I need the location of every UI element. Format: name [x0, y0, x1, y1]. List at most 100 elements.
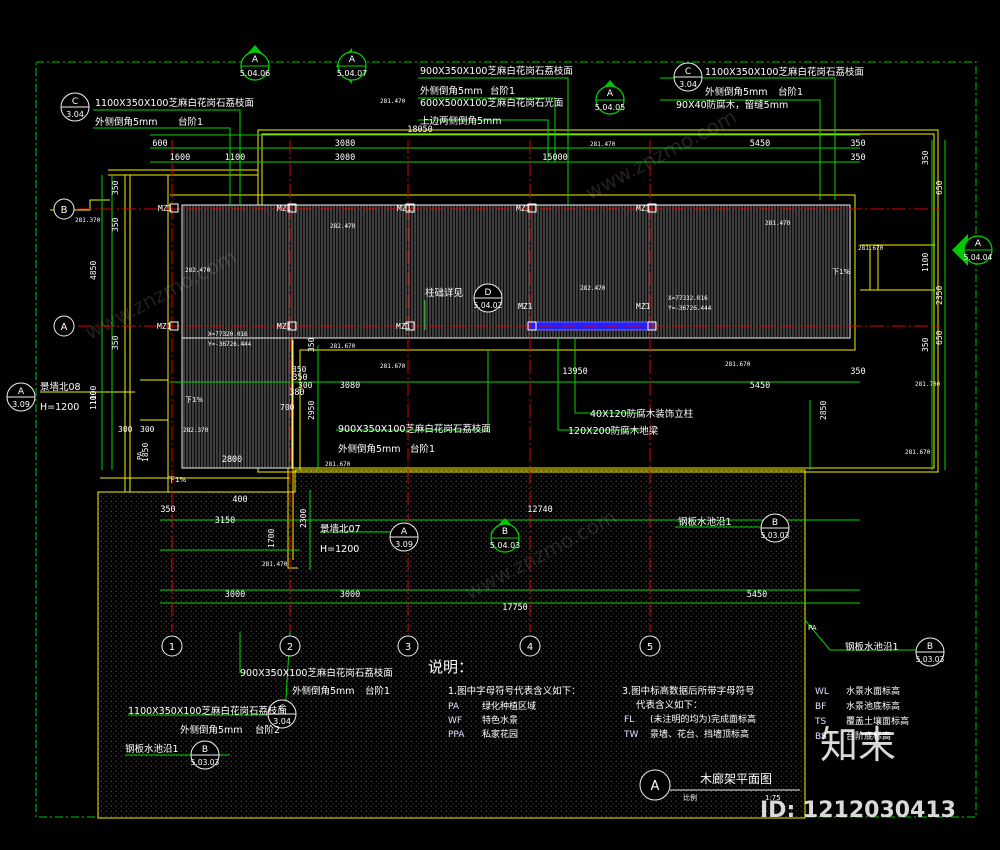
dim-text: 380	[289, 388, 304, 398]
water-tag: PA	[808, 624, 817, 632]
detail-mark-a-left[interactable]: A 3.09	[6, 382, 36, 412]
dim-text: 400	[232, 495, 247, 505]
abbr-value: 水景池底标高	[846, 700, 900, 712]
abbr-key: FL	[624, 715, 634, 725]
dim-text: 1100	[225, 153, 245, 163]
elevation-text: 281.470	[590, 141, 616, 148]
axis-bubble-a[interactable]: A	[53, 315, 75, 337]
dim-text: 1700	[267, 529, 276, 548]
abbr-value: 特色水景	[482, 714, 518, 726]
label-granite-step-mid: 900X350X100芝麻白花岗石荔枝面	[338, 423, 491, 435]
right-dimension-texts: 350 650 1100 2350 650 350	[921, 150, 944, 352]
axis-bubble-5-label: 5	[647, 642, 653, 653]
dim-text: 2350	[935, 286, 944, 305]
axis-bubble-5[interactable]: 5	[639, 635, 661, 657]
label-height: H=1200	[40, 402, 79, 413]
dim-text: 350	[307, 337, 316, 352]
watermark-site: www.znzmo.com	[581, 104, 740, 204]
label-feature-wall-07: 景墙北07	[320, 523, 361, 535]
label-granite-step-top: 900X350X100芝麻白花岗石荔枝面	[420, 65, 573, 77]
detail-mark-c-right[interactable]: C 3.04	[673, 62, 703, 92]
dim-text: 1100	[89, 386, 98, 405]
label-chamfer: 外侧倒角5mm	[292, 685, 355, 697]
dim-text: 15000	[542, 153, 568, 163]
dim-text: 350	[850, 153, 865, 163]
label-steel-pool-edge: 钢板水池沿1	[678, 516, 732, 528]
post-label: MZ1	[518, 302, 533, 311]
detail-mark-b-3[interactable]: B 5.03.03	[190, 740, 220, 770]
elevation-text: 281.670	[858, 245, 884, 252]
abbr-key: BF	[815, 702, 826, 712]
abbr-value: 景墙、花台、挡墙顶标高	[650, 728, 749, 740]
label-granite-polish: 600X500X100芝麻白花岗石光面	[420, 97, 563, 109]
axis-bubble-2-label: 2	[287, 642, 293, 653]
title-bubble: A	[651, 779, 660, 794]
axis-bubble-b[interactable]: B	[53, 198, 75, 220]
detail-mark-b-2[interactable]: B 5.03.03	[915, 637, 945, 667]
axis-bubble-4[interactable]: 4	[519, 635, 541, 657]
detail-mark-a-mid-sheet: 3.09	[395, 540, 413, 549]
elevation-text: 281.670	[905, 449, 931, 456]
detail-mark-c-bottom[interactable]: C 3.04	[267, 699, 297, 729]
dim-text: 1600	[170, 153, 190, 163]
label-feature-wall-08: 景墙北08	[40, 381, 81, 393]
axis-bubble-2[interactable]: 2	[279, 635, 301, 657]
section-mark-top-1-sheet: 5.04.06	[240, 69, 271, 78]
note-3-cont: 代表含义如下：	[636, 699, 703, 711]
dim-text: 700	[280, 403, 295, 412]
dim-text: 300	[140, 425, 155, 434]
label-chamfer: 外侧倒角5mm	[95, 116, 158, 128]
elevation-text: 281.700	[915, 381, 941, 388]
detail-mark-b-3-letter: B	[202, 745, 208, 755]
detail-mark-b-1[interactable]: B 5.03.03	[760, 513, 790, 543]
detail-mark-c-left-sheet: 3.04	[66, 110, 84, 119]
slope-text: 下1%	[832, 268, 850, 276]
elevation-text: 282.370	[183, 427, 209, 434]
coord-text: X=77332.016	[668, 295, 708, 302]
section-mark-top-1-letter: A	[252, 55, 259, 65]
detail-mark-b-1-letter: B	[772, 518, 778, 528]
dim-text: 3080	[340, 381, 360, 391]
dim-text: 350	[292, 373, 307, 383]
detail-mark-c-right-letter: C	[685, 67, 691, 77]
section-mark-right[interactable]: A 5.04.04	[952, 234, 993, 266]
section-mark-mid-letter: B	[502, 527, 508, 537]
detail-mark-c-left[interactable]: C 3.04	[60, 92, 90, 122]
label-chamfer: 外侧倒角5mm	[180, 724, 243, 736]
abbr-key: TS	[814, 717, 826, 727]
label-height: H=1200	[320, 544, 359, 555]
elevation-text: 281.670	[325, 461, 351, 468]
section-mark-top-1[interactable]: A 5.04.06	[240, 45, 271, 81]
left-dimension-texts: 4850 350 1100 350 300 300 1850 350	[89, 180, 155, 462]
label-step: 台阶1	[178, 116, 203, 128]
axis-bubble-3[interactable]: 3	[397, 635, 419, 657]
coord-text: X=77320.016	[208, 331, 248, 338]
dim-text: 12740	[527, 505, 553, 515]
abbr-value: 绿化种植区域	[482, 700, 536, 712]
section-mark-top-3[interactable]: A 5.04.05	[595, 80, 626, 115]
abbr-value: (未注明的均为)完成面标高	[650, 713, 756, 725]
post-label: MZ1	[396, 322, 411, 331]
dim-text: 2850	[819, 401, 828, 420]
dim-text: 5450	[750, 381, 770, 391]
label-granite-step-left: 1100X350X100芝麻白花岗石荔枝面	[95, 97, 254, 109]
dim-text: 3000	[340, 590, 360, 600]
post-label: MZ1	[516, 204, 531, 213]
axis-bubble-1-label: 1	[169, 642, 175, 653]
dim-text: 1850	[141, 443, 150, 462]
section-mark-top-2[interactable]: A 5.04.07	[336, 48, 367, 84]
dim-text: 3150	[215, 516, 235, 526]
detail-mark-a-mid[interactable]: A 3.09	[389, 522, 419, 552]
label-step: 台阶1	[410, 443, 435, 455]
section-mark-mid[interactable]: B 5.04.03	[490, 518, 521, 553]
axis-bubble-1[interactable]: 1	[161, 635, 183, 657]
section-mark-top-2-sheet: 5.04.07	[337, 69, 368, 78]
detail-mark-b-3-sheet: 5.03.03	[191, 758, 220, 767]
scale-label: 比例	[683, 793, 697, 802]
axis-bubble-b-label: B	[61, 205, 68, 216]
dim-text: 3080	[335, 153, 355, 163]
dim-text: 4850	[89, 261, 98, 280]
detail-mark-d[interactable]: D 5.04.02	[473, 283, 503, 313]
abbr-key: WL	[815, 687, 829, 697]
dim-text: 350	[292, 365, 307, 374]
